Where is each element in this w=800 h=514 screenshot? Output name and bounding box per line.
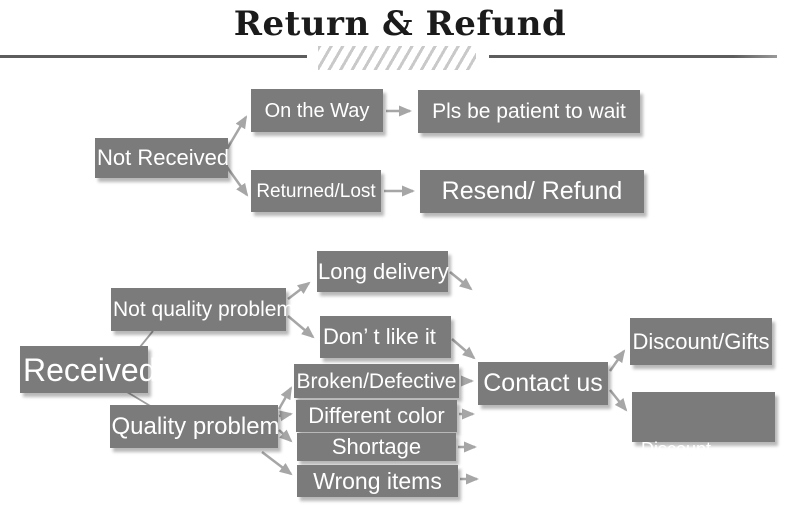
node-on-the-way: On the Way [251,89,383,132]
node-not-quality-problem: Not quality problem [111,288,294,331]
node-received: Received [20,346,156,393]
title-divider-right [489,55,777,58]
edge-notreceived-ontheway [225,115,248,150]
node-wrong-items: Wrong items [297,465,458,497]
edge-contactus-discountgifts [608,349,626,372]
node-quality-problem: Quality problem [110,405,280,448]
edge-quality-broken [277,386,293,410]
edge-contactus-resendrefunddiscount [609,389,628,412]
node-resend-refund-discount: Resend/Refund/ Discount [632,374,775,459]
title-divider-left [0,55,307,58]
edge-quality-wrongitems [261,451,293,476]
node-not-received: Not Received [95,138,229,178]
edge-dontlike-contactus [451,338,476,360]
edge-notreceived-returnedlost [225,166,249,197]
edge-quality-shortage [278,429,293,443]
node-contact-us: Contact us [478,362,608,405]
node-broken-defective: Broken/Defective [294,364,459,398]
node-pls-be-patient-to-wait: Pls be patient to wait [418,90,640,133]
page-title: Return & Refund [233,4,567,44]
node-discount-gifts: Discount/Gifts [630,318,772,365]
node-resend-refund-discount-line2: Discount [641,438,712,459]
node-returned-lost: Returned/Lost [251,170,381,212]
title-hatch-marks [318,46,476,70]
edge-longdelivery-contactus [449,271,473,291]
edge-received-notquality [139,330,154,348]
node-dont-like-it: Don’ t like it [320,316,451,358]
edge-quality-differentcolor [278,410,293,422]
node-resend-refund: Resend/ Refund [420,170,644,213]
node-long-delivery: Long delivery [317,251,449,292]
node-different-color: Different color [296,400,457,432]
edge-notquality-longdelivery [287,281,311,300]
node-shortage: Shortage [297,433,456,461]
node-resend-refund-discount-line1: Resend/Refund/ [641,373,772,394]
